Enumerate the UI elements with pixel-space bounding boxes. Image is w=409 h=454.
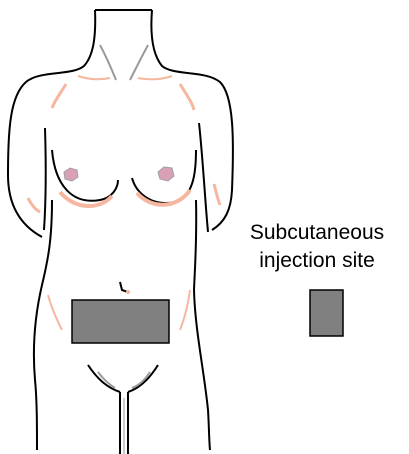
- torso-left-side: [34, 200, 52, 450]
- neck-fold-left: [100, 45, 116, 80]
- left-shoulder-fold: [52, 84, 66, 108]
- legend-swatch: [310, 290, 343, 336]
- right-hip-fold: [180, 290, 190, 330]
- right-shoulder-fold: [180, 84, 194, 110]
- neck-right-outline: [151, 10, 233, 230]
- left-arm-inner: [44, 128, 46, 230]
- right-arm-inner: [199, 123, 208, 232]
- right-underarm-fold: [214, 184, 220, 205]
- collarbone-right: [138, 76, 172, 79]
- neck-fold-right: [130, 45, 148, 80]
- left-nipple: [64, 168, 78, 181]
- legend-line-1: Subcutaneous: [222, 219, 409, 247]
- abdomen-injection-site: [72, 300, 169, 343]
- left-underarm-fold: [28, 198, 40, 212]
- legend-line-2: injection site: [222, 247, 409, 275]
- left-hip-fold: [48, 295, 62, 330]
- collarbone-left: [78, 76, 110, 79]
- legend-label: Subcutaneous injection site: [222, 219, 409, 275]
- navel-dot: [126, 290, 130, 294]
- right-nipple: [158, 167, 174, 181]
- torso-right-side: [194, 200, 210, 450]
